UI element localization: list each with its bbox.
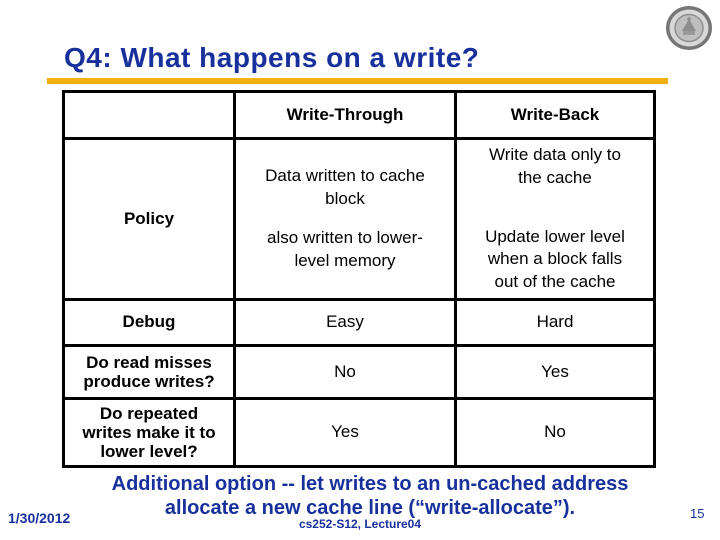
title-underline-rule (47, 78, 668, 84)
column-header-write-through: Write-Through (236, 93, 454, 137)
column-header-write-back: Write-Back (457, 93, 653, 137)
footer-date: 1/30/2012 (8, 510, 71, 526)
footer-course-label: cs252-S12, Lecture04 (298, 517, 422, 531)
footer-page-number: 15 (690, 506, 705, 521)
note-line-2: allocate a new cache line (“write-alloca… (164, 497, 576, 520)
table-corner-cell (65, 93, 233, 137)
cell-read-misses-write-through: No (236, 347, 454, 397)
row-label-read-misses: Do read misses produce writes? (65, 347, 233, 397)
cell-debug-write-through: Easy (236, 301, 454, 344)
policy-write-back-line-2: Update lower level when a block falls ou… (485, 226, 625, 292)
additional-option-note: Additional option -- let writes to an un… (50, 472, 690, 521)
cell-repeated-writes-write-through: Yes (236, 400, 454, 465)
row-label-debug: Debug (65, 301, 233, 344)
page-title: Q4: What happens on a write? (64, 42, 480, 73)
university-seal-icon (664, 4, 714, 52)
cell-repeated-writes-write-back: No (457, 400, 653, 465)
write-policy-comparison-table: Write-Through Write-Back Policy Data wri… (62, 90, 656, 468)
policy-write-back-line-1: Write data only to the cache (489, 144, 621, 187)
row-label-repeated-writes: Do repeated writes make it to lower leve… (65, 400, 233, 465)
cell-policy-write-back: Write data only to the cache Update lowe… (457, 140, 653, 298)
row-label-policy: Policy (65, 140, 233, 298)
note-line-1: Additional option -- let writes to an un… (111, 473, 629, 495)
policy-write-through-line-2: also written to lower-level memory (267, 228, 423, 270)
policy-write-through-line-1: Data written to cache block (265, 166, 425, 209)
cell-read-misses-write-back: Yes (457, 347, 653, 397)
cell-policy-write-through: Data written to cache block also written… (236, 140, 454, 298)
cell-debug-write-back: Hard (457, 301, 653, 344)
